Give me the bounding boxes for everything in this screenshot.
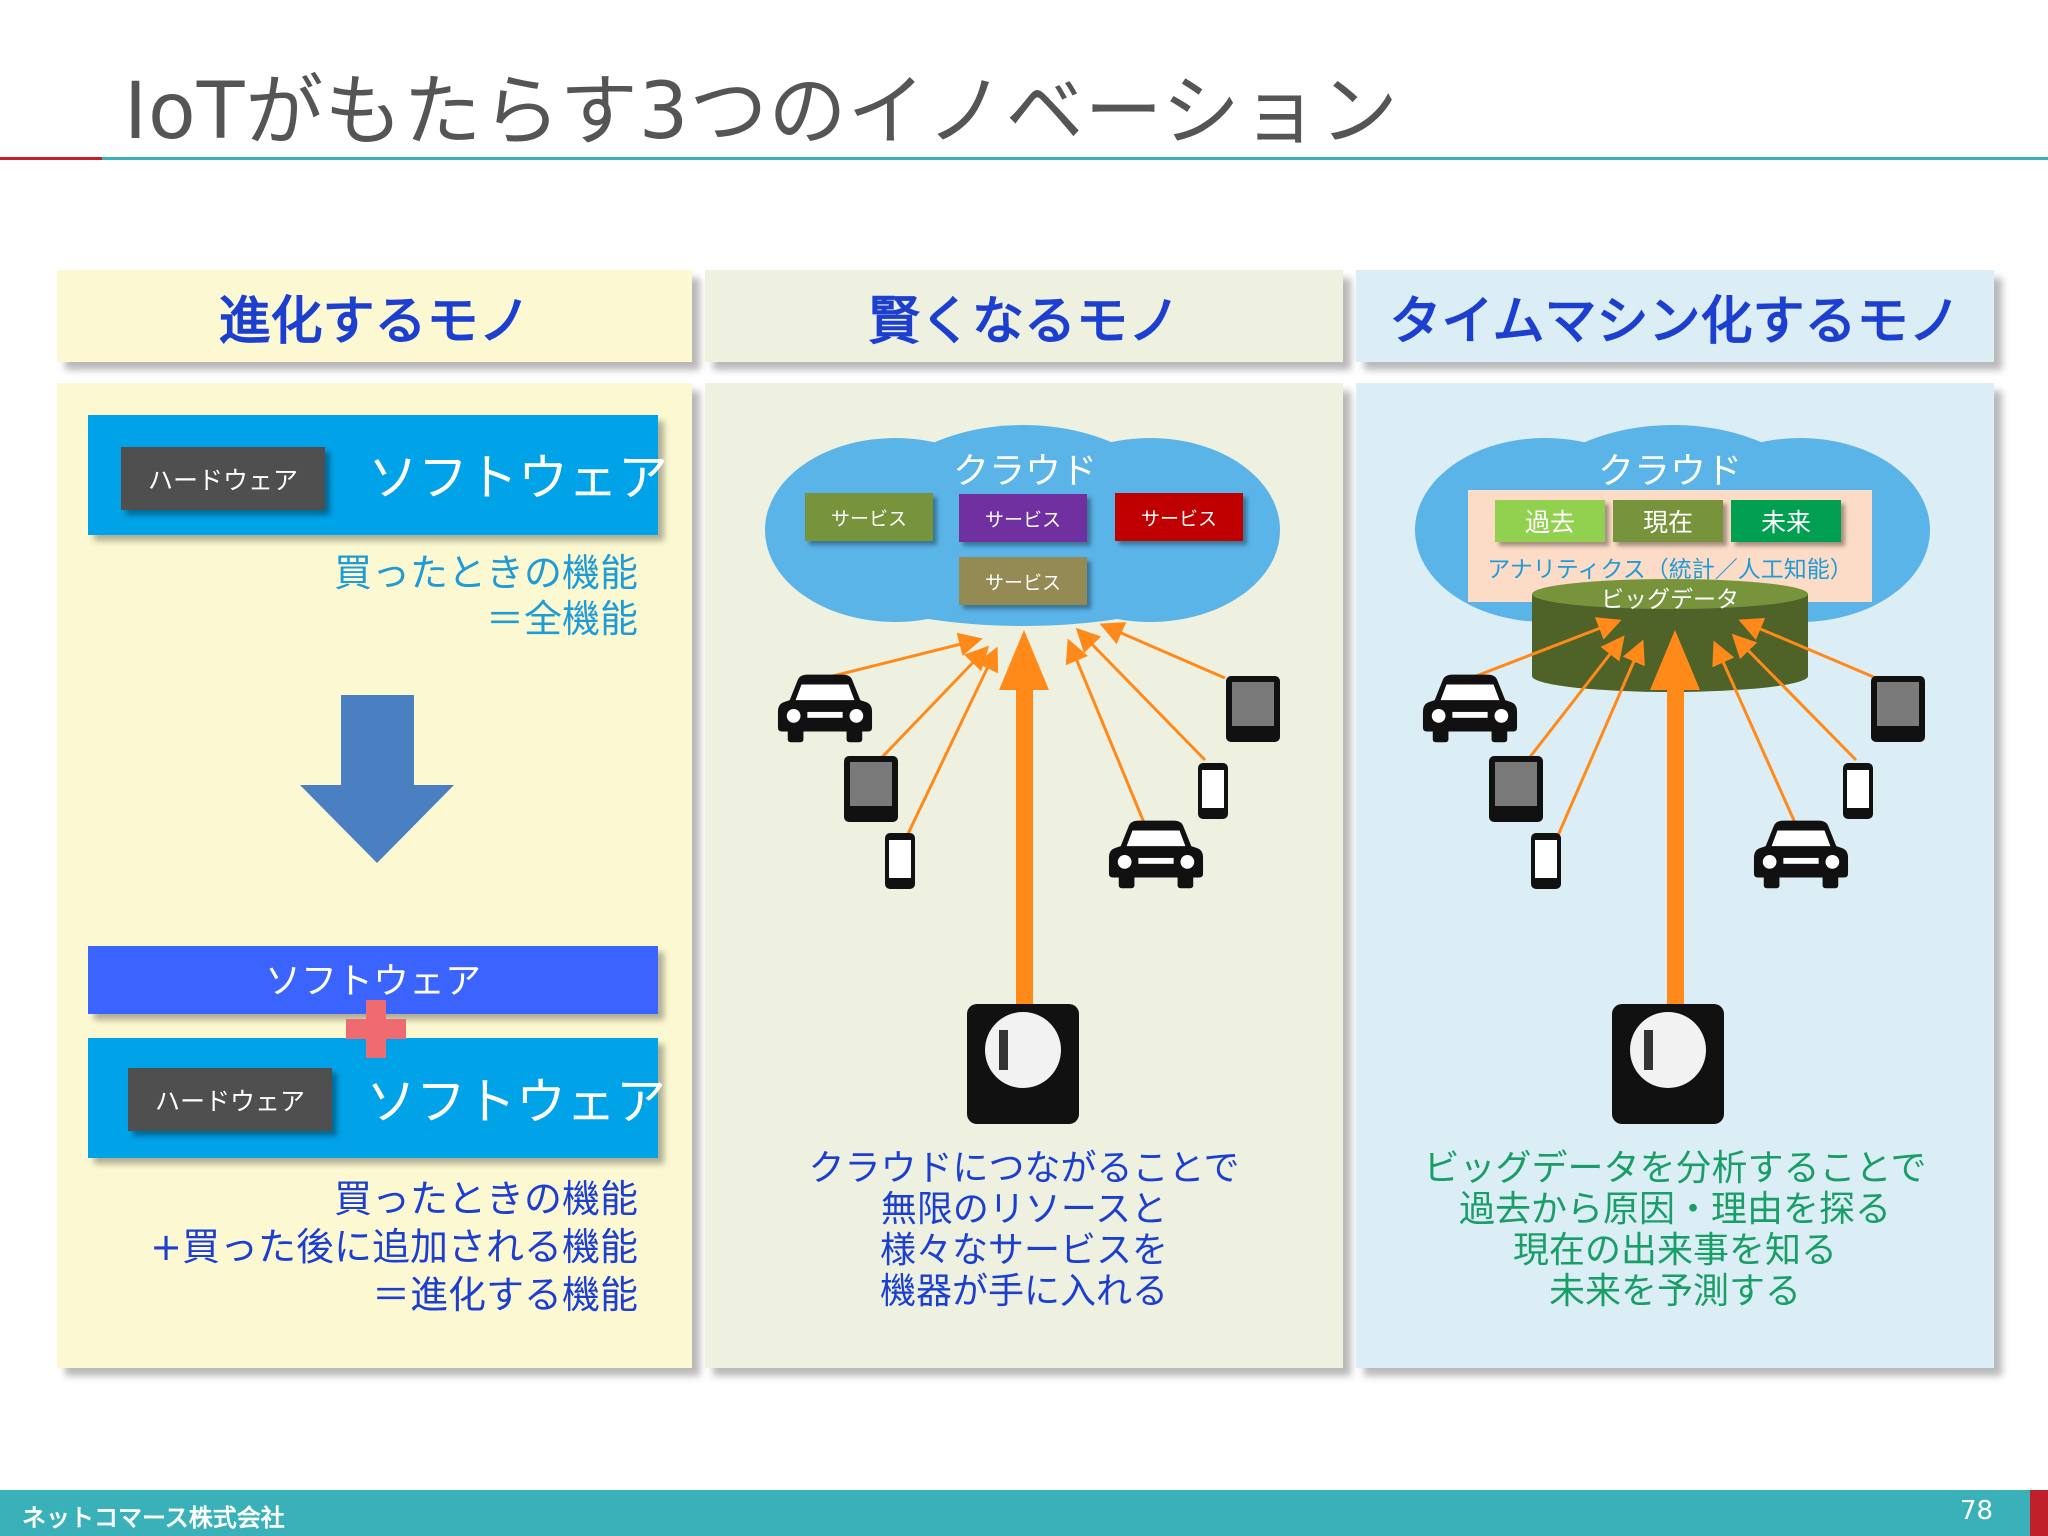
col1-caption1: 買ったときの機能 ＝全機能 xyxy=(160,550,638,642)
car-icon xyxy=(1752,818,1850,890)
plus-icon xyxy=(346,1000,406,1058)
title-underline-teal xyxy=(102,157,2048,160)
caption-line: 現在の出来事を知る xyxy=(1512,1230,1837,1271)
service-box-purple: サービス xyxy=(959,494,1087,542)
hardware-box-2: ハードウェア xyxy=(128,1068,332,1131)
iot-device-icon xyxy=(1610,1002,1726,1126)
col1-header: 進化するモノ xyxy=(57,270,692,362)
caption-line: +買った後に追加される機能 xyxy=(150,1225,638,1269)
car-icon xyxy=(1107,818,1205,890)
caption-line: ビッグデータを分析することで xyxy=(1423,1148,1927,1189)
col2-header: 賢くなるモノ xyxy=(705,270,1343,362)
caption-line: 買ったときの機能 xyxy=(333,551,638,595)
iot-device-icon xyxy=(965,1002,1081,1126)
col3-caption: ビッグデータを分析することで 過去から原因・理由を探る 現在の出来事を知る 未来… xyxy=(1356,1148,1994,1312)
car-icon xyxy=(776,672,874,744)
time-future-box: 未来 xyxy=(1731,500,1841,542)
connection-arrows xyxy=(1470,617,1877,1005)
caption-line: 無限のリソースと xyxy=(880,1189,1168,1230)
hardware-box: ハードウェア xyxy=(121,447,325,510)
footer-accent xyxy=(2030,1490,2048,1536)
caption-line: 様々なサービスを xyxy=(879,1230,1168,1271)
cloud-label: クラウド xyxy=(1597,451,1742,492)
software-label-2: ソフトウェア xyxy=(366,1073,666,1131)
col1-panel xyxy=(57,383,692,1368)
time-past-box: 過去 xyxy=(1495,500,1605,542)
phone-icon xyxy=(884,832,916,890)
service-box-olive: サービス xyxy=(959,557,1087,605)
caption-line: 未来を予測する xyxy=(1548,1271,1801,1312)
caption-line: 過去から原因・理由を探る xyxy=(1458,1189,1891,1230)
footer-company: ネットコマース株式会社 xyxy=(22,1504,285,1532)
page-number: 78 xyxy=(1960,1496,1994,1526)
title-underline-red xyxy=(0,157,102,160)
software-added-label: ソフトウェア xyxy=(264,961,481,1002)
tablet-icon xyxy=(1870,675,1926,743)
caption-line: ＝全機能 xyxy=(485,597,638,641)
bigdata-label: ビッグデータ xyxy=(1601,587,1739,613)
caption-line: クラウドにつながることで xyxy=(808,1148,1240,1189)
tablet-icon xyxy=(843,755,899,823)
caption-line: 買ったときの機能 xyxy=(333,1177,638,1221)
caption-line: 機器が手に入れる xyxy=(879,1271,1168,1312)
phone-icon xyxy=(1842,762,1874,820)
col3-header: タイムマシン化するモノ xyxy=(1356,270,1994,362)
car-icon xyxy=(1421,672,1519,744)
time-present-box: 現在 xyxy=(1613,500,1723,542)
tablet-icon xyxy=(1488,755,1544,823)
col2-caption: クラウドにつながることで 無限のリソースと 様々なサービスを 機器が手に入れる xyxy=(705,1148,1343,1312)
analytics-label: アナリティクス（統計／人工知能） xyxy=(1487,557,1853,583)
phone-icon xyxy=(1197,762,1229,820)
connection-arrows xyxy=(824,622,1226,1005)
tablet-icon xyxy=(1225,675,1281,743)
slide-title: IoTがもたらす3つのイノベーション xyxy=(124,67,1399,157)
service-box-green: サービス xyxy=(805,493,933,541)
phone-icon xyxy=(1530,832,1562,890)
down-arrow-icon xyxy=(300,695,454,863)
service-box-red: サービス xyxy=(1115,493,1243,541)
software-label: ソフトウェア xyxy=(368,449,668,507)
footer-bar xyxy=(0,1490,2048,1536)
col1-caption2: 買ったときの機能 +買った後に追加される機能 ＝進化する機能 xyxy=(100,1175,638,1319)
caption-line: ＝進化する機能 xyxy=(371,1273,638,1317)
cloud-label: クラウド xyxy=(952,451,1097,492)
